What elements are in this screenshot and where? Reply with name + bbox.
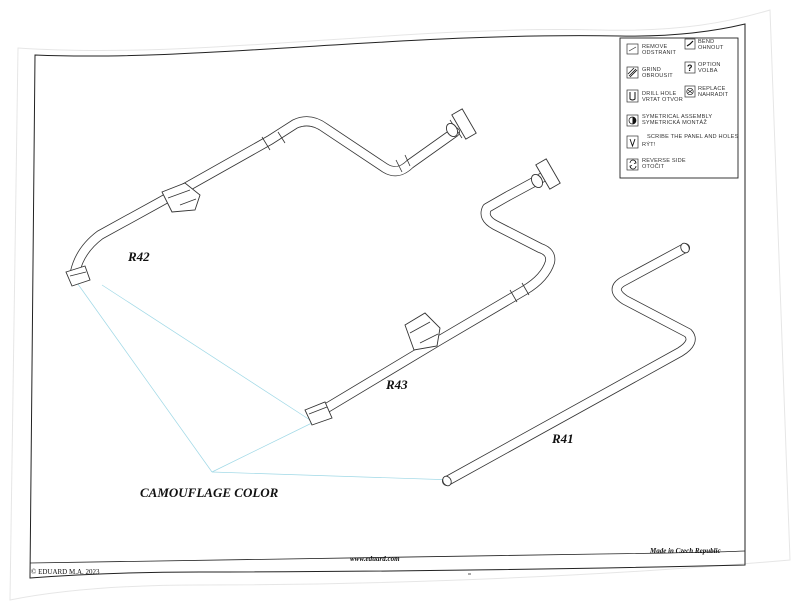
legend-item-symmetrical-line1: SYMETRICAL ASSEMBLY: [642, 114, 712, 120]
legend-item-remove-line1: REMOVE: [642, 44, 668, 50]
reverse-side-icon: [626, 158, 639, 171]
legend-item-option-line1: OPTION: [698, 62, 721, 68]
legend-item-reverse-line2: OTOČIT: [642, 163, 665, 170]
camouflage-guide-lines: [74, 279, 456, 481]
legend-item-reverse-line1: REVERSE SIDE: [642, 158, 686, 164]
paper-sheet: [9, 9, 791, 601]
legend-item-grind-line1: GRIND: [642, 67, 661, 73]
legend-item-symmetrical-line2: SYMETRICKÁ MONTÁŽ: [642, 118, 707, 126]
legend-box: REMOVE ODSTRANIT BEND OHNOUT GRIND OBROU…: [619, 37, 739, 179]
part-label-r43: R43: [385, 377, 408, 392]
legend-item-drill-line1: DRILL HOLE: [642, 91, 677, 97]
legend-item-grind-line2: OBROUSIT: [642, 73, 673, 79]
remove-icon: [626, 43, 639, 55]
footer-origin: Made in Czech Republic: [649, 547, 721, 555]
part-r43: [304, 158, 561, 426]
part-label-r41: R41: [551, 431, 574, 446]
legend-item-remove-line2: ODSTRANIT: [642, 50, 677, 56]
legend-item-bend-line1: BEND: [698, 39, 714, 45]
legend-item-scribe-line2: RÝT!: [642, 141, 656, 148]
bend-icon: [684, 38, 696, 50]
grind-icon: [626, 66, 639, 79]
camouflage-color-label: CAMOUFLAGE COLOR: [140, 485, 279, 500]
drill-hole-icon: [626, 89, 639, 103]
footer-copyright: © EDUARD M.A. 2023: [31, 568, 100, 576]
replace-icon: [684, 85, 696, 98]
legend-item-drill-line2: VRTAT OTVOR: [642, 97, 683, 103]
symmetrical-assembly-icon: [626, 114, 639, 127]
drawing-frame: [29, 23, 746, 579]
footer-website: www.eduard.com: [350, 555, 400, 563]
legend-item-replace-line2: NAHRADIT: [698, 92, 729, 98]
legend-item-scribe-line1: SCRIBE THE PANEL AND HOLES: [647, 134, 739, 140]
part-r41: [442, 242, 696, 487]
option-glyph: ?: [687, 63, 693, 73]
part-label-r42: R42: [127, 249, 150, 264]
legend-item-bend-line2: OHNOUT: [698, 45, 724, 51]
legend-item-option-line2: VOLBA: [698, 68, 718, 74]
part-r42: [65, 108, 477, 287]
scribe-icon: [626, 135, 639, 149]
legend-item-replace-line1: REPLACE: [698, 86, 726, 92]
option-icon: ?: [684, 61, 696, 74]
